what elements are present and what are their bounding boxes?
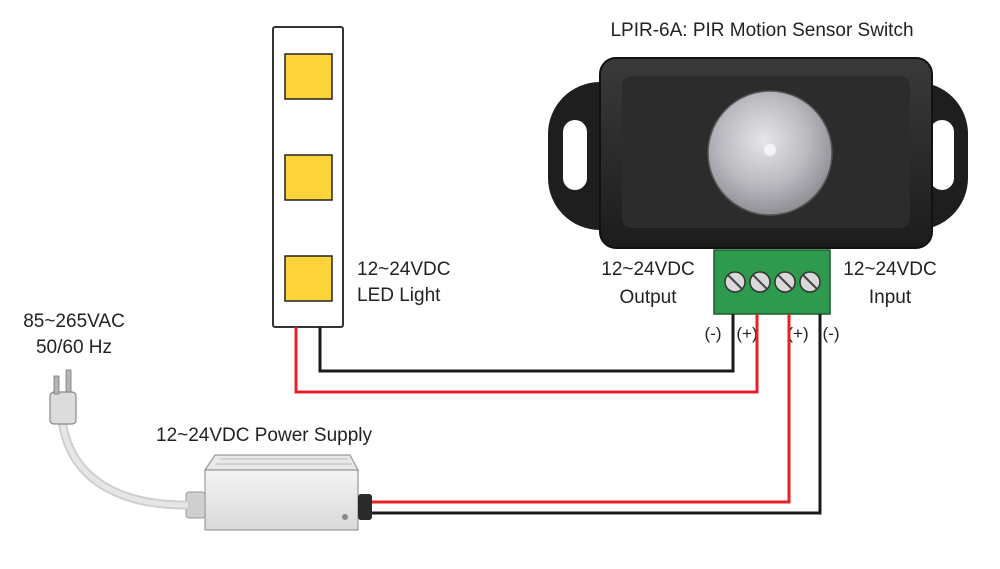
output-label-voltage: 12~24VDC (601, 259, 694, 280)
led-chip (284, 53, 333, 100)
ac-plug (49, 369, 77, 425)
terminal-label-input-negative: (-) (823, 324, 840, 343)
plug-prong (53, 375, 60, 395)
diagram-title: LPIR-6A: PIR Motion Sensor Switch (610, 20, 913, 41)
led-chip (284, 154, 333, 201)
power-supply (185, 454, 372, 531)
psu-top (203, 454, 359, 471)
input-label-name: Input (869, 287, 912, 308)
dome-highlight (764, 144, 776, 156)
psu-indicator (342, 514, 348, 520)
led-chip (284, 255, 333, 302)
wire-supply-positive (372, 314, 791, 504)
power-supply-label: 12~24VDC Power Supply (156, 425, 372, 446)
plug-prong (65, 369, 72, 393)
led-label-voltage: 12~24VDC (357, 259, 450, 280)
terminal-label-output-negative: (-) (705, 324, 722, 343)
terminal-block (713, 249, 831, 315)
led-label-name: LED Light (357, 285, 441, 306)
wire-led-negative (318, 314, 735, 373)
mounting-slot (930, 120, 954, 190)
pir-sensor (548, 57, 968, 249)
led-strip (272, 26, 344, 328)
wire-led-positive (294, 314, 759, 394)
ac-label-voltage: 85~265VAC (23, 311, 125, 332)
terminal-label-output-positive: (+) (736, 324, 757, 343)
plug-body (49, 391, 77, 425)
terminal-label-input-positive: (+) (787, 324, 808, 343)
mounting-slot (563, 120, 587, 190)
psu-output-connector (358, 494, 372, 520)
input-label-voltage: 12~24VDC (843, 259, 936, 280)
psu-body (204, 469, 359, 531)
ac-label-frequency: 50/60 Hz (36, 337, 112, 358)
output-label-name: Output (619, 287, 677, 308)
wire-supply-negative (372, 314, 822, 515)
